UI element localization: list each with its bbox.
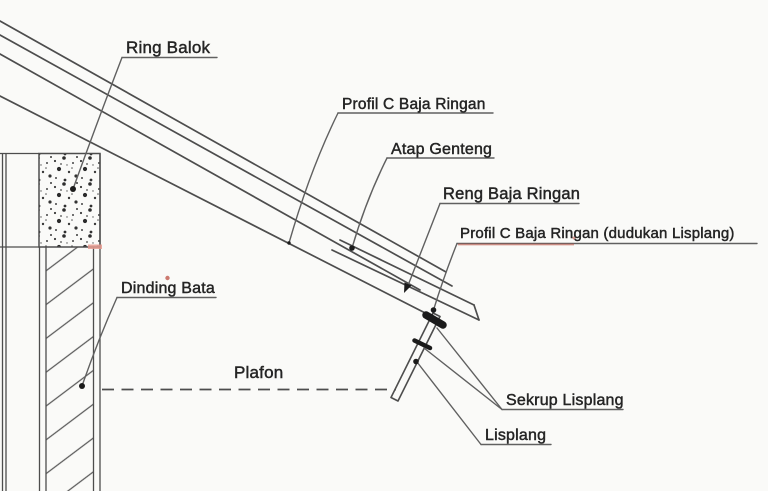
reng-leader (404, 202, 580, 293)
dudukan-label: Profil C Baja Ringan (dudukan Lisplang) (460, 225, 735, 242)
lisplang-board (390, 312, 441, 402)
profil-c-label: Profil C Baja Ringan (342, 96, 486, 113)
ring-beam-concrete-block (38, 152, 101, 248)
reng-arrowhead (404, 282, 412, 293)
lisplang-label: Lisplang (485, 427, 546, 444)
lisplang-leader (413, 358, 552, 446)
screw-lower (412, 338, 433, 351)
screw-connection-head (422, 311, 447, 329)
reng-label: Reng Baja Ringan (443, 185, 580, 203)
leader-lines (70, 56, 758, 446)
red-speck-2 (572, 236, 576, 240)
sekrup-leader (423, 327, 624, 411)
dinding-bata-label: Dinding Bata (121, 280, 215, 297)
roof-tile-top-line (0, 20, 447, 273)
lisplang-assembly (390, 311, 447, 402)
red-speck (165, 275, 170, 281)
ring-balok-label: Ring Balok (126, 38, 211, 57)
truss-top-chord-line (0, 95, 438, 320)
atap-genteng-label: Atap Genteng (391, 141, 492, 158)
reng-batten-line (0, 53, 421, 291)
scan-artifacts (88, 236, 576, 281)
atap-genteng-leader (349, 157, 495, 251)
ring-balok-leader (70, 56, 218, 192)
dudukan-leader (430, 242, 758, 313)
red-corner-mark (88, 244, 102, 249)
roof-tile-bottom-line (0, 34, 453, 287)
labels: Ring Balok Profil C Baja Ringan Atap Gen… (121, 38, 735, 444)
profil-c-leader (287, 112, 494, 245)
plafon-label: Plafon (234, 363, 283, 382)
wall-section (0, 152, 101, 491)
brick-wall-hatch (46, 247, 93, 491)
dinding-bata-leader (79, 296, 217, 389)
sekrup-label: Sekrup Lisplang (506, 392, 624, 409)
